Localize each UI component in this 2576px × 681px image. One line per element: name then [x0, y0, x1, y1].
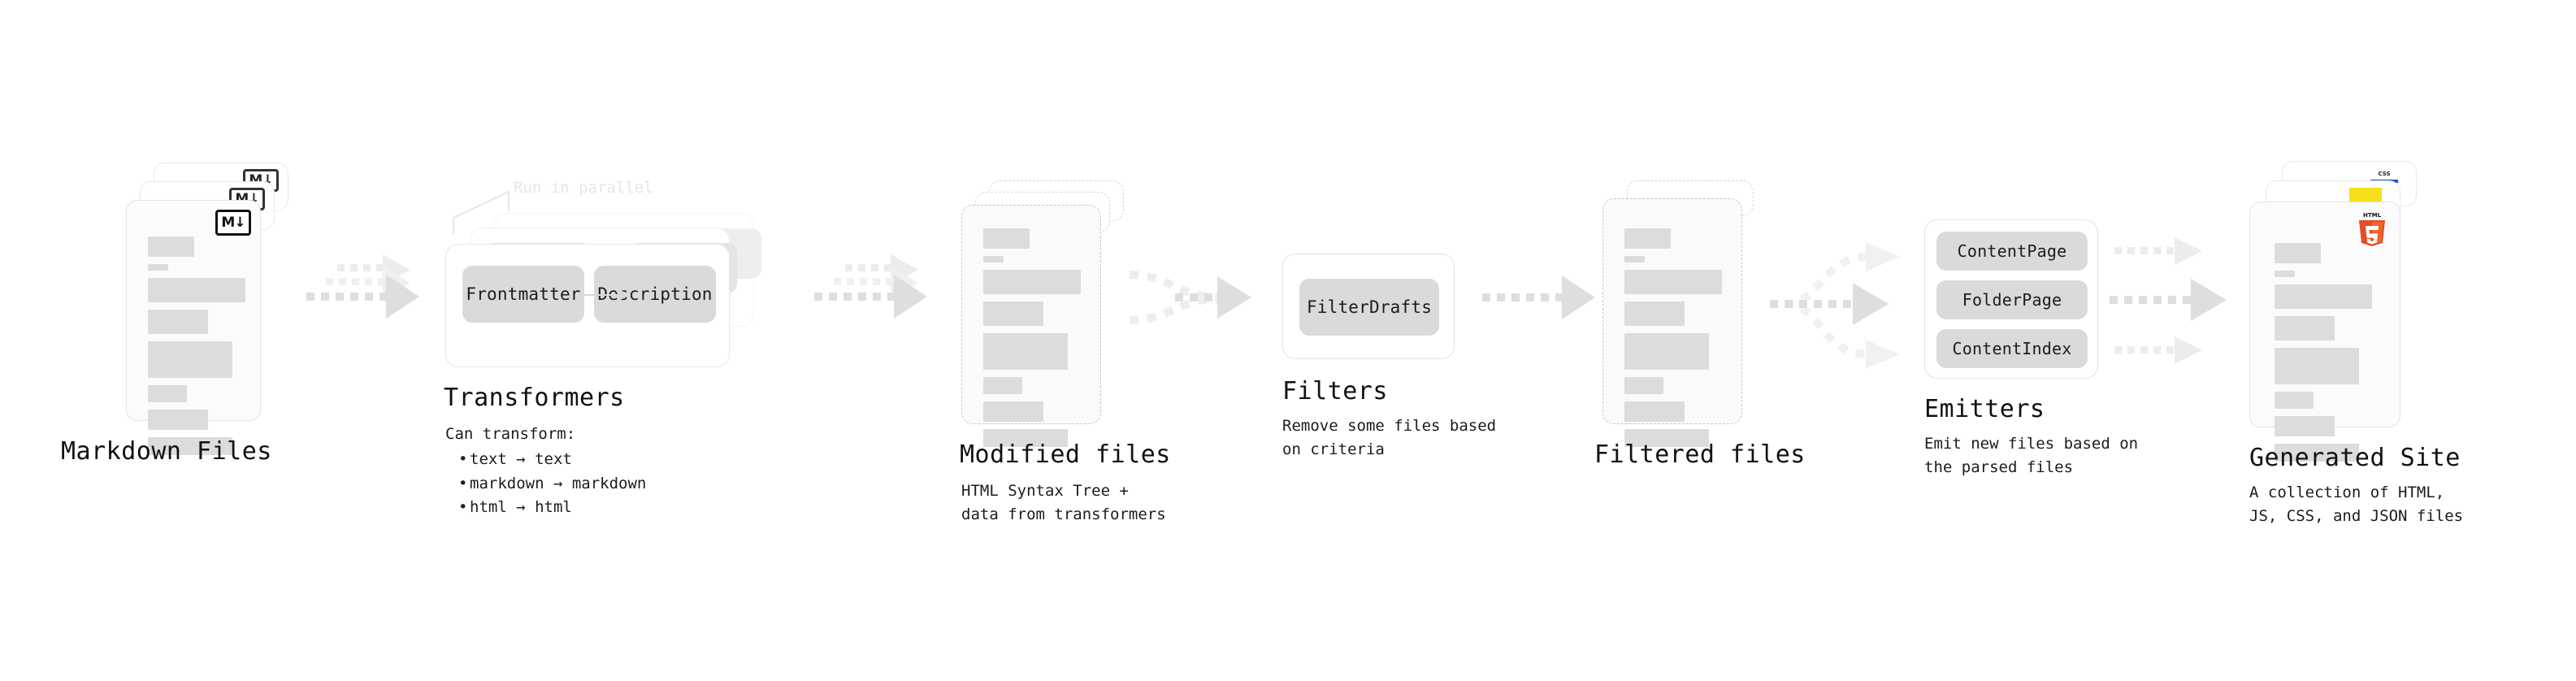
doc-placeholder-lines: [1624, 228, 1727, 447]
parallel-bracket-icon: [452, 190, 510, 234]
arrow-fan-down: [1866, 340, 1900, 369]
parallel-annotation: Run in parallel: [514, 179, 653, 197]
stage-title-filters: Filters: [1282, 377, 1388, 406]
stage-title-transformers: Transformers: [444, 384, 625, 412]
doc-placeholder-lines: [148, 236, 245, 455]
connector-emitters-to-site: [2110, 228, 2264, 382]
markdown-doc-stack: M↓ M↓ M↓: [126, 163, 288, 455]
emitters-box: ContentPage FolderPage ContentIndex: [1924, 219, 2098, 379]
stage-subtitle-modified-files: HTML Syntax Tree + data from transformer…: [961, 482, 1166, 524]
arrow-main: [2110, 279, 2227, 321]
connector-modified-to-filters: [1128, 262, 1270, 351]
modified-doc-stack: [961, 180, 1124, 447]
site-doc-front-html: HTML: [2249, 202, 2400, 462]
emitter-node-label: FolderPage: [1962, 290, 2062, 310]
transformer-card-front: Frontmatter Description: [445, 244, 730, 367]
markdown-doc-front: M↓: [126, 200, 261, 455]
stage-subtitle-transformers: Can transform: text → text markdown → ma…: [445, 423, 722, 520]
list-item: html → html: [458, 496, 722, 520]
stage-subtitle-filters: Remove some files based on criteria: [1282, 417, 1497, 459]
stage-title-filtered-files: Filtered files: [1594, 440, 1806, 469]
connector-markdown-to-transformers: [305, 254, 423, 355]
arrow-top: [2114, 237, 2202, 265]
stage-emitters: ContentPage FolderPage ContentIndex Emit…: [1924, 219, 2138, 476]
stage-filters: FilterDrafts Filters Remove some files b…: [1282, 254, 1496, 458]
stage-filtered-files: Filtered files: [1594, 180, 1805, 469]
arrow-fan-up: [1866, 242, 1900, 271]
filtered-doc-stack: [1602, 180, 1765, 447]
inner-arrow-icon: [584, 290, 631, 300]
emitter-node-label: ContentPage: [1957, 241, 2067, 261]
doc-placeholder-lines: [983, 228, 1086, 447]
arrow-main: [306, 275, 419, 319]
list-item: markdown → markdown: [458, 472, 722, 497]
connector-filters-to-filtered: [1481, 275, 1601, 335]
html5-icon: HTML: [2356, 210, 2388, 248]
stage-title-generated-site: Generated Site: [2249, 444, 2461, 472]
doc-placeholder-lines: [2275, 243, 2385, 462]
modified-doc-front: [961, 205, 1101, 447]
transformers-sub-head: Can transform:: [445, 425, 576, 443]
svg-text:HTML: HTML: [2363, 212, 2382, 219]
arrow-main: [1482, 275, 1595, 319]
site-doc-stack: CSS HTML: [2249, 161, 2428, 462]
stage-title-markdown-files: Markdown Files: [61, 437, 272, 466]
emitter-node-contentpage[interactable]: ContentPage: [1936, 232, 2088, 271]
connector-filtered-to-emitters: [1770, 226, 1936, 380]
stage-title-modified-files: Modified files: [960, 440, 1171, 469]
emitter-node-contentindex[interactable]: ContentIndex: [1936, 329, 2088, 368]
transformer-node-label: Frontmatter: [466, 284, 581, 304]
markdown-icon: M↓: [215, 210, 251, 236]
arrow-main: [814, 275, 927, 319]
arrow-main: [1175, 276, 1251, 319]
filtered-doc-front: [1602, 198, 1742, 447]
stage-subtitle-emitters: Emit new files based on the parsed files: [1924, 435, 2139, 477]
filters-box: FilterDrafts: [1282, 254, 1455, 359]
connector-transformers-to-modified: [813, 254, 930, 355]
transformers-capability-list: text → text markdown → markdown html → h…: [445, 448, 722, 520]
emitter-node-label: ContentIndex: [1952, 339, 2072, 358]
stage-modified-files: Modified files HTML Syntax Tree + data f…: [960, 180, 1170, 523]
transformer-node-frontmatter[interactable]: Frontmatter: [462, 266, 584, 323]
filter-node-filterdrafts[interactable]: FilterDrafts: [1299, 279, 1439, 336]
arrow-merge-curves: [1129, 271, 1218, 324]
stage-markdown-files: M↓ M↓ M↓ Markdown Files: [61, 163, 288, 466]
stage-subtitle-generated-site: A collection of HTML, JS, CSS, and JSON …: [2249, 484, 2464, 526]
stage-title-emitters: Emitters: [1924, 395, 2045, 423]
arrow-main: [1770, 283, 1889, 325]
arrow-bottom: [2114, 336, 2202, 364]
filter-node-label: FilterDrafts: [1306, 297, 1433, 317]
list-item: text → text: [458, 448, 722, 472]
stage-generated-site: CSS HTML: [2249, 161, 2463, 525]
emitter-node-folderpage[interactable]: FolderPage: [1936, 280, 2088, 319]
